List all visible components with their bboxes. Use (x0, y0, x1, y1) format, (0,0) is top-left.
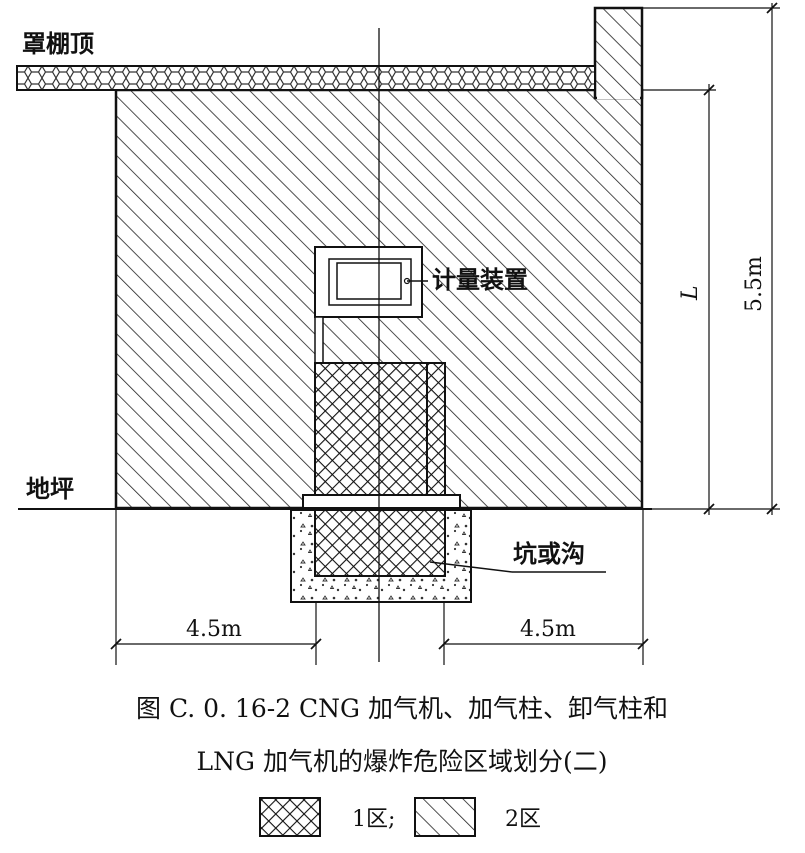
ground-label: 地坪 (26, 475, 74, 503)
meter-label: 计量装置 (432, 266, 528, 294)
legend-swatch-zone2 (414, 797, 476, 837)
caption-line-1: 图 C. 0. 16-2 CNG 加气机、加气柱、卸气柱和 (136, 694, 668, 723)
zone1-region-dispenser (314, 362, 446, 496)
dim-label-right: 4.5m (520, 617, 576, 642)
legend-label-zone1: 1区; (352, 807, 395, 832)
pit-label: 坑或沟 (513, 540, 585, 568)
zone2-region-upper (593, 6, 644, 100)
zone1-region-pit (314, 509, 446, 577)
dim-label-left: 4.5m (186, 617, 242, 642)
canopy-roof (16, 65, 596, 91)
dim-label-L: L (678, 285, 703, 301)
legend-swatch-zone1 (259, 797, 321, 837)
dispenser-base (302, 494, 461, 509)
canopy-label: 罩棚顶 (22, 30, 94, 58)
caption-line-2: LNG 加气机的爆炸危险区域划分(二) (197, 747, 608, 776)
legend-label-zone2: 2区 (505, 807, 541, 832)
dim-label-height: 5.5m (742, 256, 767, 312)
pit-leader (429, 561, 513, 573)
